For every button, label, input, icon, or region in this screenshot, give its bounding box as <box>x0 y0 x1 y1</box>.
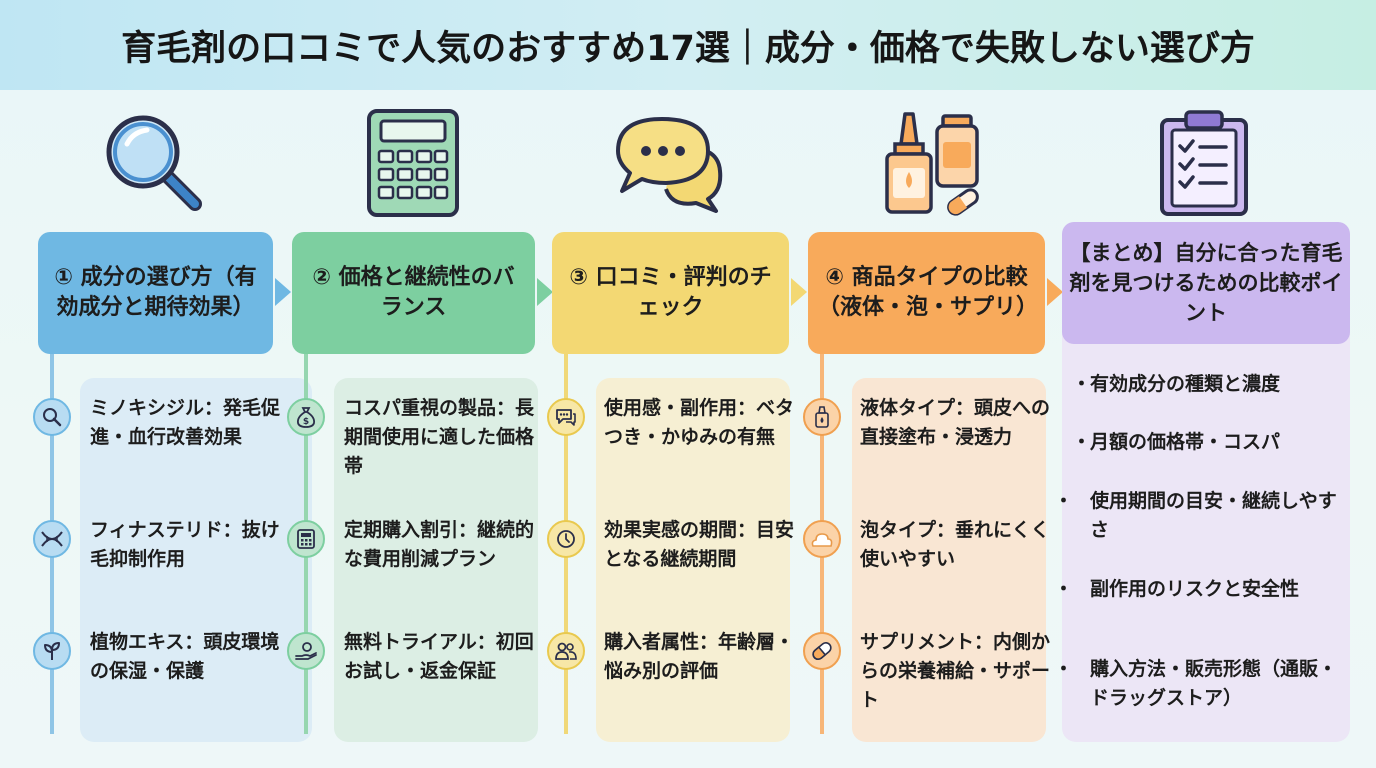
step-header: ② 価格と継続性のバランス <box>292 232 535 354</box>
step-arrow <box>1047 278 1063 306</box>
summary-item: ・副作用のリスクと安全性 <box>1054 578 1300 600</box>
svg-text:$: $ <box>303 417 309 427</box>
summary-panel: ・有効成分の種類と濃度 ・月額の価格帯・コスパ ・使用期間の目安・継続しやすさ … <box>1054 332 1350 742</box>
page-title: 育毛剤の口コミで人気のおすすめ17選｜成分・価格で失敗しない選び方 <box>121 28 1255 69</box>
clock-icon <box>547 520 585 558</box>
step-header: ③ 口コミ・評判のチェック <box>552 232 789 354</box>
step-arrow <box>275 278 291 306</box>
step-arrow <box>537 278 553 306</box>
money-bag-icon: $ <box>287 398 325 436</box>
column-panel <box>596 378 790 742</box>
column-panel <box>334 378 538 742</box>
dna-icon <box>33 520 71 558</box>
magnifier-icon <box>84 104 224 222</box>
summary-item: ・月額の価格帯・コスパ <box>1072 431 1281 453</box>
step-arrow <box>791 278 807 306</box>
summary-header: 【まとめ】自分に合った育毛剤を見つけるための比較ポイント <box>1062 222 1350 344</box>
hand-gift-icon <box>287 632 325 670</box>
leaf-icon <box>33 632 71 670</box>
calculator-small-icon <box>287 520 325 558</box>
clipboard-checklist-icon <box>1134 104 1274 222</box>
calculator-icon <box>343 104 483 222</box>
magnifier-small-icon <box>33 398 71 436</box>
step-header: ④ 商品タイプの比較（液体・泡・サプリ） <box>808 232 1045 354</box>
dropper-bottle-icon <box>803 398 841 436</box>
foam-icon <box>803 520 841 558</box>
column-panel <box>80 378 312 742</box>
bottles-icon <box>860 104 1000 222</box>
summary-item: ・購入方法・販売形態（通販・ドラッグストア） <box>1054 658 1338 709</box>
people-icon <box>547 632 585 670</box>
step-header: ① 成分の選び方（有効成分と期待効果） <box>38 232 273 354</box>
chat-bubbles-icon <box>602 104 742 222</box>
title-banner: 育毛剤の口コミで人気のおすすめ17選｜成分・価格で失敗しない選び方 <box>0 0 1376 90</box>
column-panel <box>852 378 1046 742</box>
summary-item: ・有効成分の種類と濃度 <box>1072 373 1281 395</box>
summary-item: ・使用期間の目安・継続しやすさ <box>1054 490 1337 541</box>
chat-small-icon <box>547 398 585 436</box>
capsule-icon <box>803 632 841 670</box>
